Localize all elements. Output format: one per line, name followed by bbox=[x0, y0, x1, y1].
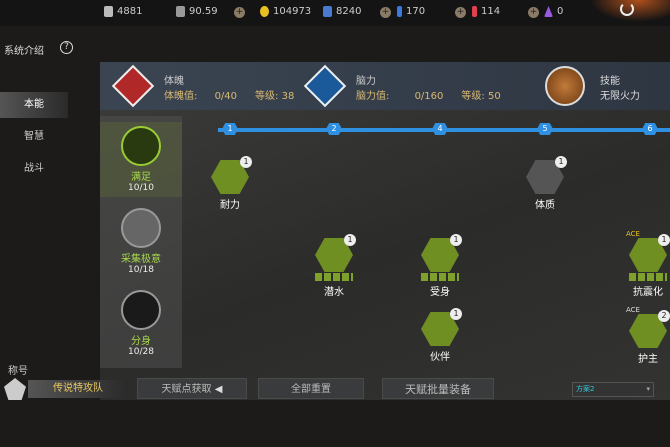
skill-title: 技能 bbox=[600, 76, 620, 87]
talent-level: 1 bbox=[450, 308, 462, 320]
talent-name: 耐力 bbox=[220, 200, 240, 211]
ace-badge: ACE bbox=[626, 306, 640, 314]
category-count: 10/28 bbox=[128, 347, 154, 357]
bullet-resource: 4881 bbox=[104, 6, 142, 17]
category-count: 10/18 bbox=[128, 265, 154, 275]
talent-level: 1 bbox=[240, 156, 252, 168]
talent-level: 1 bbox=[344, 234, 356, 246]
talent-name: 体质 bbox=[535, 200, 555, 211]
add-blue-potion-button[interactable]: + bbox=[380, 7, 391, 18]
brain-level: 50 bbox=[487, 91, 501, 102]
card-resource: 90.59 bbox=[176, 6, 218, 17]
sidebar-item-wisdom[interactable]: 智慧 bbox=[24, 131, 44, 142]
tier-marker: 6 bbox=[642, 123, 658, 135]
brain-level-label: 等级: bbox=[461, 91, 485, 102]
gem-resource: 0 bbox=[544, 6, 563, 17]
talent-name: 伙伴 bbox=[430, 352, 450, 363]
brain-title: 脑力 bbox=[356, 76, 376, 87]
talent-name: 受身 bbox=[430, 287, 450, 298]
tier-marker: 2 bbox=[326, 123, 342, 135]
wolf-icon bbox=[121, 290, 161, 330]
red-potion-resource: 114 bbox=[472, 6, 500, 17]
category-name: 采集极意 bbox=[121, 254, 161, 265]
talent-name: 抗震化 bbox=[633, 287, 663, 298]
body-level-label: 等级: bbox=[255, 91, 279, 102]
power-button[interactable] bbox=[590, 0, 670, 22]
gathering-icon bbox=[121, 208, 161, 248]
talent-constitution[interactable]: 1 体质 bbox=[515, 156, 575, 211]
add-red-potion-button[interactable]: + bbox=[455, 7, 466, 18]
skill-value: 无限火力 bbox=[600, 91, 640, 102]
power-icon bbox=[620, 2, 634, 16]
add-gem-button[interactable]: + bbox=[528, 7, 539, 18]
red-potion-icon bbox=[472, 6, 477, 17]
body-value-label: 体魄值: bbox=[164, 91, 198, 102]
sidebar-item-instinct[interactable]: 本能 bbox=[0, 92, 68, 118]
talent-progress bbox=[629, 273, 667, 281]
talent-level: 1 bbox=[658, 234, 670, 246]
blue-card-icon bbox=[323, 6, 332, 17]
tier-marker: 1 bbox=[222, 123, 238, 135]
tier-marker: 4 bbox=[432, 123, 448, 135]
talent-protect-master[interactable]: ACE 2 护主 bbox=[618, 306, 670, 365]
body-value: 0/40 bbox=[214, 91, 238, 102]
talent-progress bbox=[315, 273, 353, 281]
system-intro-label: 系统介绍 bbox=[4, 46, 44, 57]
sidebar-item-combat[interactable]: 战斗 bbox=[24, 163, 44, 174]
preset-select[interactable]: 方案2 ▾ bbox=[572, 382, 654, 397]
talent-partner[interactable]: 1 伙伴 bbox=[410, 308, 470, 363]
body-title: 体魄 bbox=[164, 76, 184, 87]
talent-shock-resist[interactable]: ACE 1 抗震化 bbox=[618, 230, 670, 298]
satisfy-icon bbox=[121, 126, 161, 166]
talent-level: 1 bbox=[555, 156, 567, 168]
add-gold-button[interactable]: + bbox=[234, 7, 245, 18]
purple-gem-icon bbox=[544, 6, 553, 17]
title-label: 称号 bbox=[8, 366, 28, 377]
talent-ukemi[interactable]: 1 受身 bbox=[410, 234, 470, 298]
brain-value: 0/160 bbox=[414, 91, 444, 102]
blue-potion-icon bbox=[397, 6, 402, 17]
bullet-icon bbox=[104, 6, 113, 17]
ace-badge: ACE bbox=[626, 230, 640, 238]
gold-resource: 104973 bbox=[260, 6, 311, 17]
brain-icon bbox=[303, 64, 347, 108]
talent-level: 1 bbox=[450, 234, 462, 246]
chevron-down-icon: ▾ bbox=[646, 385, 650, 393]
blue-potion-resource: 170 bbox=[397, 6, 425, 17]
card-icon bbox=[176, 6, 185, 17]
brain-value-label: 脑力值: bbox=[356, 91, 390, 102]
category-count: 10/10 bbox=[128, 183, 154, 193]
talent-name: 潜水 bbox=[324, 287, 344, 298]
tier-marker: 5 bbox=[537, 123, 553, 135]
talent-level: 2 bbox=[658, 310, 670, 322]
talent-tree-background bbox=[100, 110, 670, 400]
button-label: 天赋点获取 bbox=[161, 384, 212, 395]
title-emblem-icon bbox=[4, 378, 26, 400]
blue-card-resource: 8240 bbox=[323, 6, 361, 17]
talent-progress bbox=[421, 273, 459, 281]
arrow-left-icon: ◀ bbox=[214, 384, 223, 395]
skill-icon[interactable] bbox=[545, 66, 585, 106]
batch-equip-button[interactable]: 天赋批量装备 bbox=[382, 378, 494, 399]
reset-all-button[interactable]: 全部重置 bbox=[258, 378, 364, 399]
resource-bar: 4881 90.59 + 104973 8240 + 170 + 114 + 0 bbox=[0, 0, 670, 26]
help-icon[interactable]: ? bbox=[60, 41, 73, 54]
body-icon bbox=[111, 64, 155, 108]
talent-endurance[interactable]: 1 耐力 bbox=[200, 156, 260, 211]
gold-coin-icon bbox=[260, 6, 269, 17]
talent-name: 护主 bbox=[638, 354, 658, 365]
title-value[interactable]: 传说特攻队 bbox=[28, 380, 128, 398]
talent-diving[interactable]: 1 潜水 bbox=[304, 234, 364, 298]
category-name: 分身 bbox=[131, 336, 151, 347]
body-level: 38 bbox=[281, 91, 295, 102]
category-name: 满足 bbox=[131, 172, 151, 183]
get-talent-points-button[interactable]: 天赋点获取 ◀ bbox=[137, 378, 247, 399]
preset-value: 方案2 bbox=[576, 385, 595, 393]
